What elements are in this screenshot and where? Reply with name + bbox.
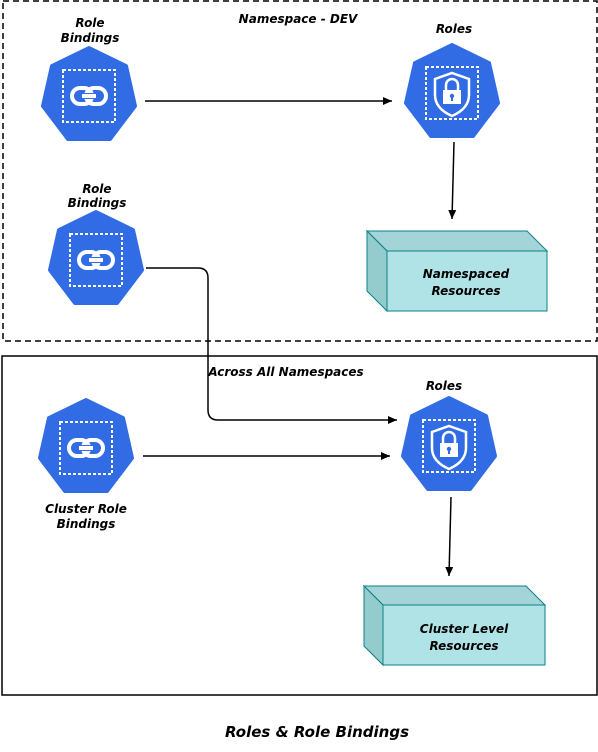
rb2-label-line2: Bindings <box>68 196 127 210</box>
link-icon <box>41 46 137 141</box>
rb1-label-line1: Role <box>75 16 104 30</box>
arrow-roles1-to-ns-resources <box>448 141 457 220</box>
role-bindings-node-2: Role Bindings <box>48 182 144 305</box>
lock-shield-icon <box>404 43 500 138</box>
arrow-roles2-to-cl-resources <box>445 496 454 577</box>
namespaced-resources-box: Namespaced Resources <box>365 229 549 313</box>
cluster-boundary <box>1 355 598 696</box>
cluster-role-bindings-node: Cluster Role Bindings <box>38 398 134 531</box>
roles2-label: Roles <box>426 379 462 393</box>
cl-resources-label-line1: Cluster Level <box>420 622 509 636</box>
diagram-title: Roles & Role Bindings <box>225 723 409 741</box>
namespace-dev-label: Namespace - DEV <box>239 12 359 26</box>
namespace-dev-boundary <box>2 0 598 342</box>
link-icon <box>48 210 144 305</box>
crb-label-line2: Bindings <box>57 517 116 531</box>
arrow-rb2-to-roles2 <box>146 267 397 424</box>
link-icon <box>38 398 134 493</box>
cl-resources-label-line2: Resources <box>429 639 498 653</box>
roles1-label: Roles <box>436 22 472 36</box>
ns-resources-label-line2: Resources <box>431 284 500 298</box>
rb1-label-line2: Bindings <box>61 31 120 45</box>
cluster-label: Across All Namespaces <box>207 365 363 379</box>
lock-shield-icon <box>401 396 497 491</box>
role-bindings-node-1: Role Bindings <box>41 16 137 141</box>
rb2-label-line1: Role <box>82 182 111 196</box>
roles-node-1: Roles <box>404 22 500 138</box>
cluster-level-resources-box: Cluster Level Resources <box>362 584 547 667</box>
roles-node-2: Roles <box>401 379 497 491</box>
ns-resources-label-line1: Namespaced <box>423 267 510 281</box>
crb-label-line1: Cluster Role <box>45 502 127 516</box>
